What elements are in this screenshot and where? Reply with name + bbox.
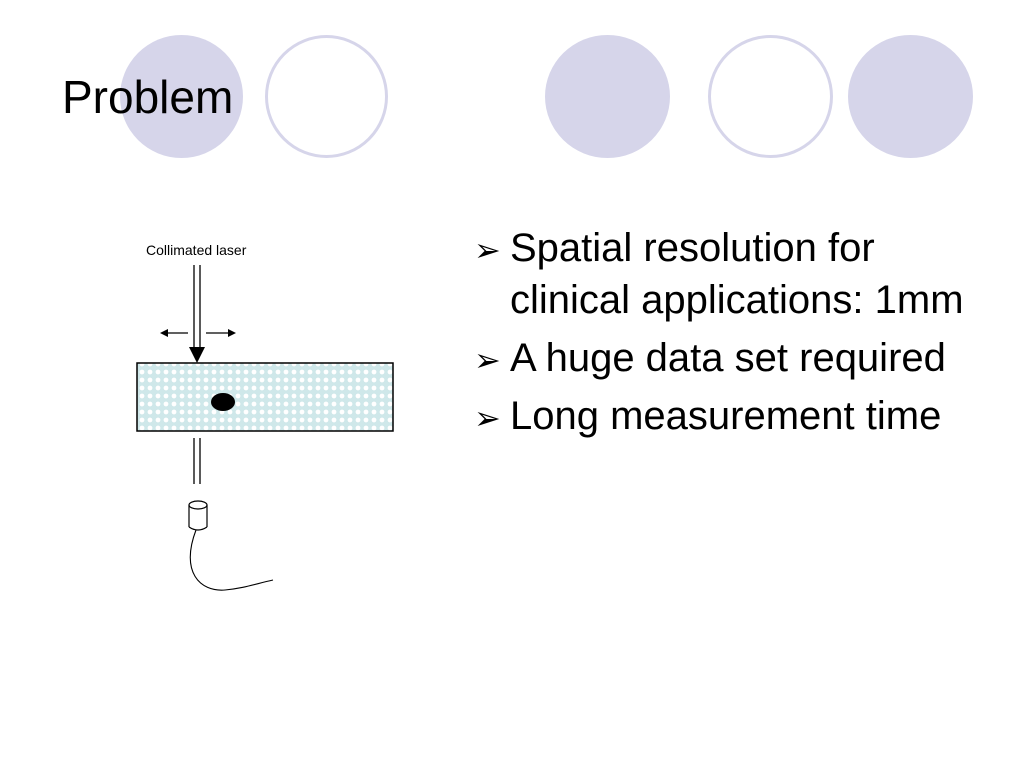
bullet-text: A huge data set required [510, 336, 946, 380]
bullet-text: Long measurement time [510, 394, 942, 438]
decor-circle-filled-3 [848, 35, 973, 158]
scan-direction-arrows-icon [160, 329, 236, 337]
collimated-laser-label: Collimated laser [146, 242, 247, 258]
bullet-item: ➢ A huge data set required [474, 332, 994, 384]
laser-setup-diagram: Collimated laser [130, 232, 405, 602]
arrowhead-bullet-icon: ➢ [474, 399, 501, 437]
bullet-list: ➢ Spatial resolution for clinical applic… [474, 222, 994, 448]
decor-circle-filled-2 [545, 35, 670, 158]
arrowhead-bullet-icon: ➢ [474, 341, 501, 379]
bullet-text: Spatial resolution for clinical applicat… [510, 226, 964, 322]
decor-circle-ring-1 [265, 35, 388, 158]
inclusion-spot [211, 393, 235, 411]
decor-circle-ring-2 [708, 35, 833, 158]
bullet-item: ➢ Spatial resolution for clinical applic… [474, 222, 994, 326]
fiber-cable [189, 529, 274, 591]
arrowhead-bullet-icon: ➢ [474, 231, 501, 269]
laser-beam [189, 265, 205, 363]
detector-icon [188, 500, 208, 531]
slide-title: Problem [62, 71, 234, 123]
decor-circle-filled-1 [120, 35, 243, 158]
diagram-drawing [136, 265, 394, 591]
bullet-item: ➢ Long measurement time [474, 390, 994, 442]
transmitted-beam [193, 438, 201, 484]
tissue-slab [136, 362, 394, 432]
